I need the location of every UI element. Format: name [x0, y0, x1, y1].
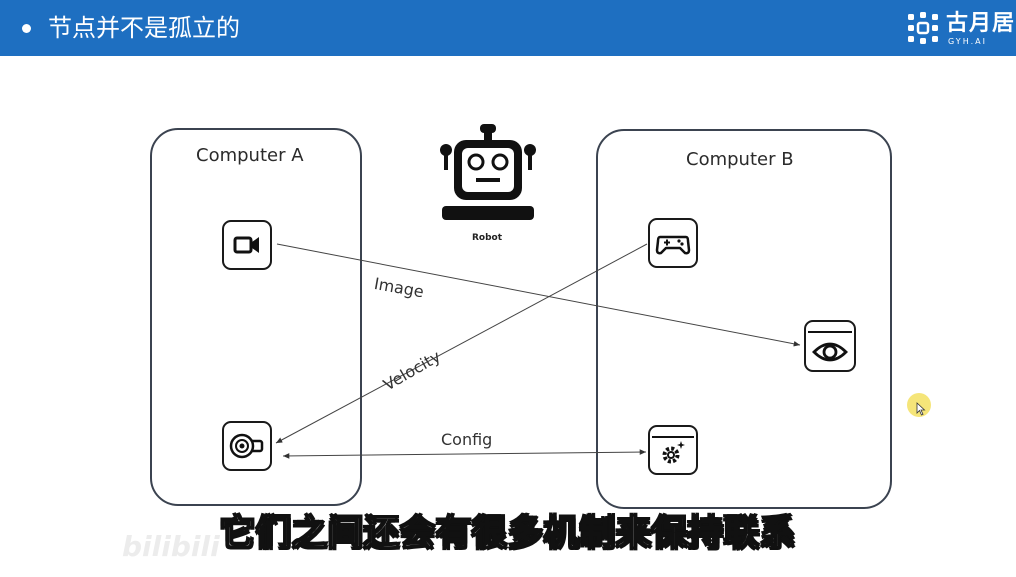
- velocity-edge: [275, 243, 648, 444]
- eye-icon[interactable]: [804, 320, 856, 372]
- cursor-arrow-icon: [916, 402, 926, 416]
- logo-subtext: GYH.AI: [948, 37, 987, 46]
- image-edge: [276, 243, 801, 347]
- logo-mark-icon: [908, 12, 938, 44]
- computer-b-box: [596, 129, 892, 509]
- video-camera-icon[interactable]: [222, 220, 272, 270]
- bullet-icon: [22, 24, 31, 33]
- gear-icon[interactable]: [648, 425, 698, 475]
- motor-icon[interactable]: [222, 421, 272, 471]
- slide-title: 节点并不是孤立的: [48, 14, 240, 42]
- computer-b-title: Computer B: [686, 149, 794, 170]
- robot-label: Robot: [471, 233, 503, 243]
- bilibili-watermark: bilibili: [122, 530, 220, 563]
- config-edge: [282, 449, 647, 459]
- gamepad-icon[interactable]: [648, 218, 698, 268]
- robot-icon: [436, 122, 540, 222]
- brand-logo: 古月居 GYH.AI: [906, 10, 1016, 50]
- logo-text: 古月居: [946, 11, 1016, 36]
- header-bar: 节点并不是孤立的 古月居 GYH.AI: [0, 0, 1016, 56]
- config-edge-label: Config: [441, 430, 493, 449]
- computer-a-title: Computer A: [196, 145, 304, 166]
- video-subtitle: 它们之间还会有很多机制来保持联系: [219, 513, 796, 555]
